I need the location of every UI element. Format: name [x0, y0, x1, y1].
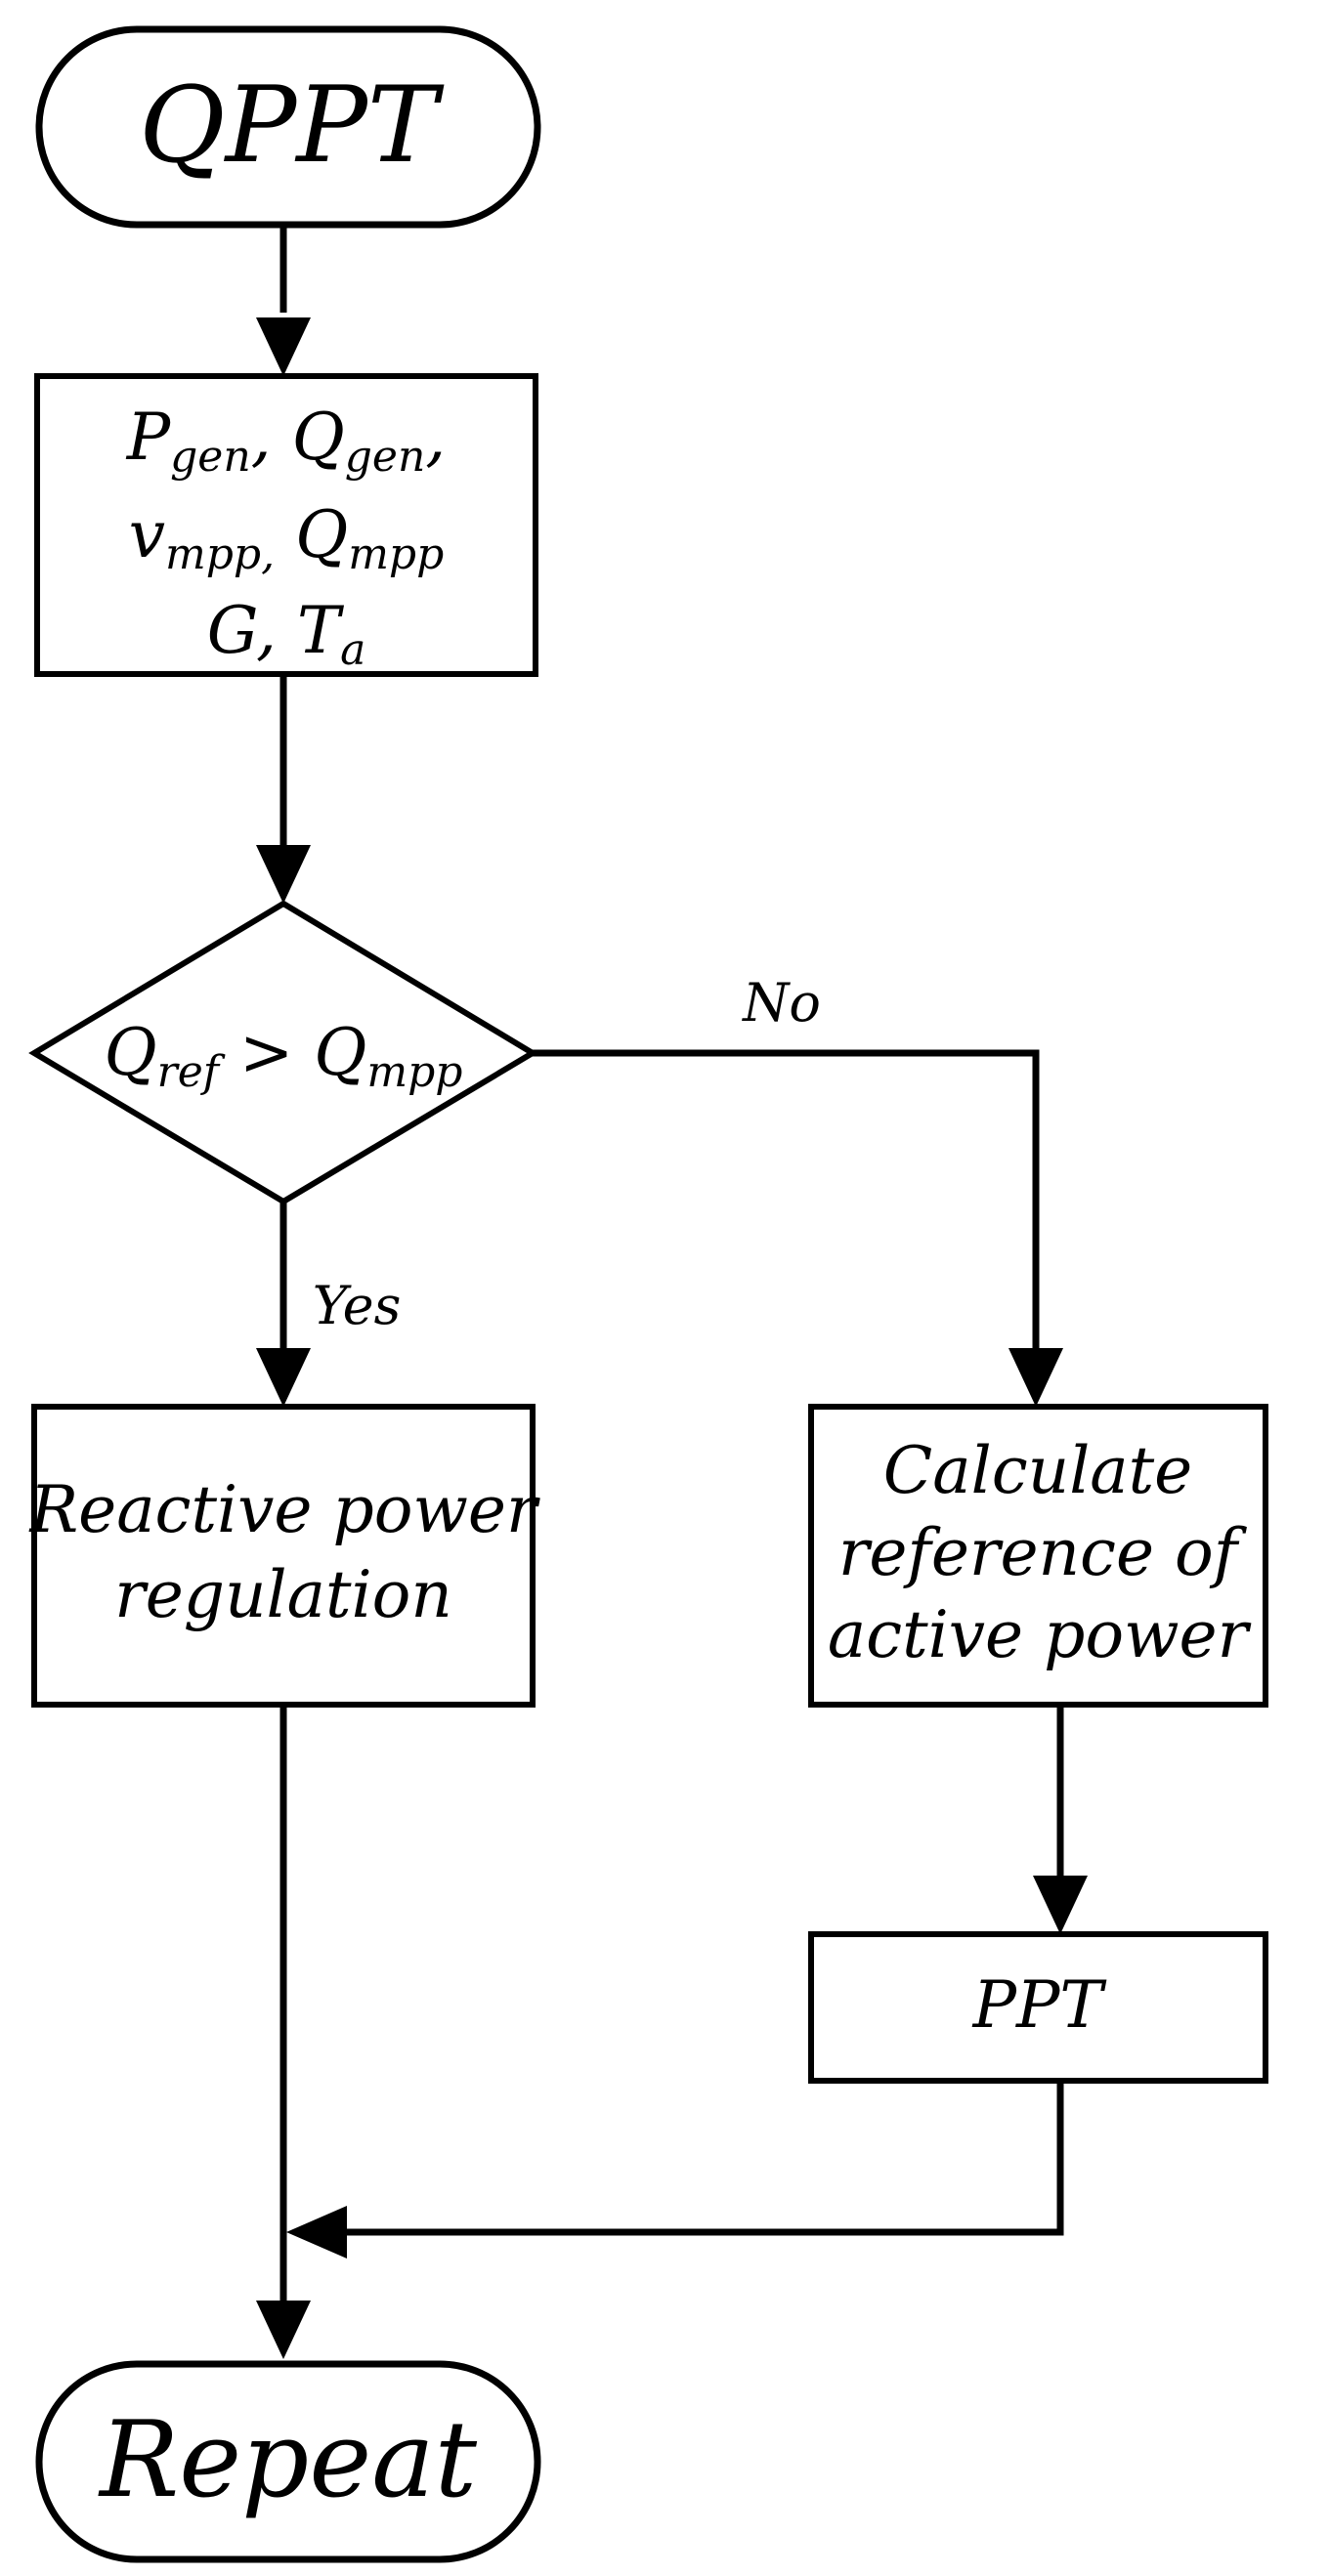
separator: , [425, 400, 446, 475]
decision-label: Qref > Qmpp [105, 1015, 463, 1097]
connector-ppt-return [347, 2081, 1064, 2236]
calculate-reference-box [808, 1404, 1268, 1708]
symbol: Q [314, 1015, 366, 1090]
inputs-line-2: vmpp, Qmpp [129, 497, 445, 579]
separator [275, 497, 295, 572]
separator: > [219, 1015, 314, 1090]
reactive-line-2: regulation [114, 1557, 452, 1632]
arrowhead-yes-branch [256, 1348, 311, 1407]
start-label: QPPT [139, 64, 445, 187]
subscript: mpp, [165, 529, 275, 579]
subscript: gen [345, 432, 426, 482]
reactive-line-1: Reactive power [28, 1472, 540, 1547]
symbol: v [129, 497, 165, 572]
subscript: mpp [348, 529, 444, 579]
end-terminator [35, 2360, 541, 2563]
arrowhead-start-inputs [256, 317, 311, 376]
no-label: No [741, 972, 821, 1034]
ppt-box [808, 1931, 1268, 2084]
symbol: T [297, 593, 345, 668]
subscript: a [340, 625, 365, 675]
symbol: P [126, 400, 172, 475]
symbol: G, [207, 593, 297, 668]
calc-line-2: reference of [838, 1515, 1248, 1590]
inputs-line-1: Pgen, Qgen, [126, 400, 447, 482]
subscript: gen [170, 432, 251, 482]
symbol: Q [105, 1015, 157, 1090]
separator: , [251, 400, 292, 475]
ppt-label: PPT [972, 1967, 1108, 2043]
symbol: Q [295, 497, 348, 572]
end-label: Repeat [98, 2399, 478, 2521]
subscript: ref [157, 1047, 226, 1097]
arrowhead-reactive-end [256, 2301, 311, 2359]
start-terminator [35, 25, 541, 229]
inputs-box [34, 373, 538, 677]
arrowhead-no-branch [1008, 1348, 1063, 1407]
arrowhead-calc-ppt [1033, 1876, 1088, 1934]
calc-line-1: Calculate [883, 1433, 1192, 1508]
calc-line-3: active power [828, 1597, 1252, 1672]
arrowhead-inputs-decision [256, 845, 311, 904]
connector-no-branch [533, 1049, 1040, 1348]
yes-label: Yes [313, 1275, 402, 1336]
arrowhead-ppt-return [286, 2206, 347, 2259]
inputs-line-3: G, Ta [207, 593, 366, 675]
reactive-power-box [31, 1404, 536, 1708]
subscript: mpp [366, 1047, 462, 1097]
symbol: Q [292, 400, 345, 475]
